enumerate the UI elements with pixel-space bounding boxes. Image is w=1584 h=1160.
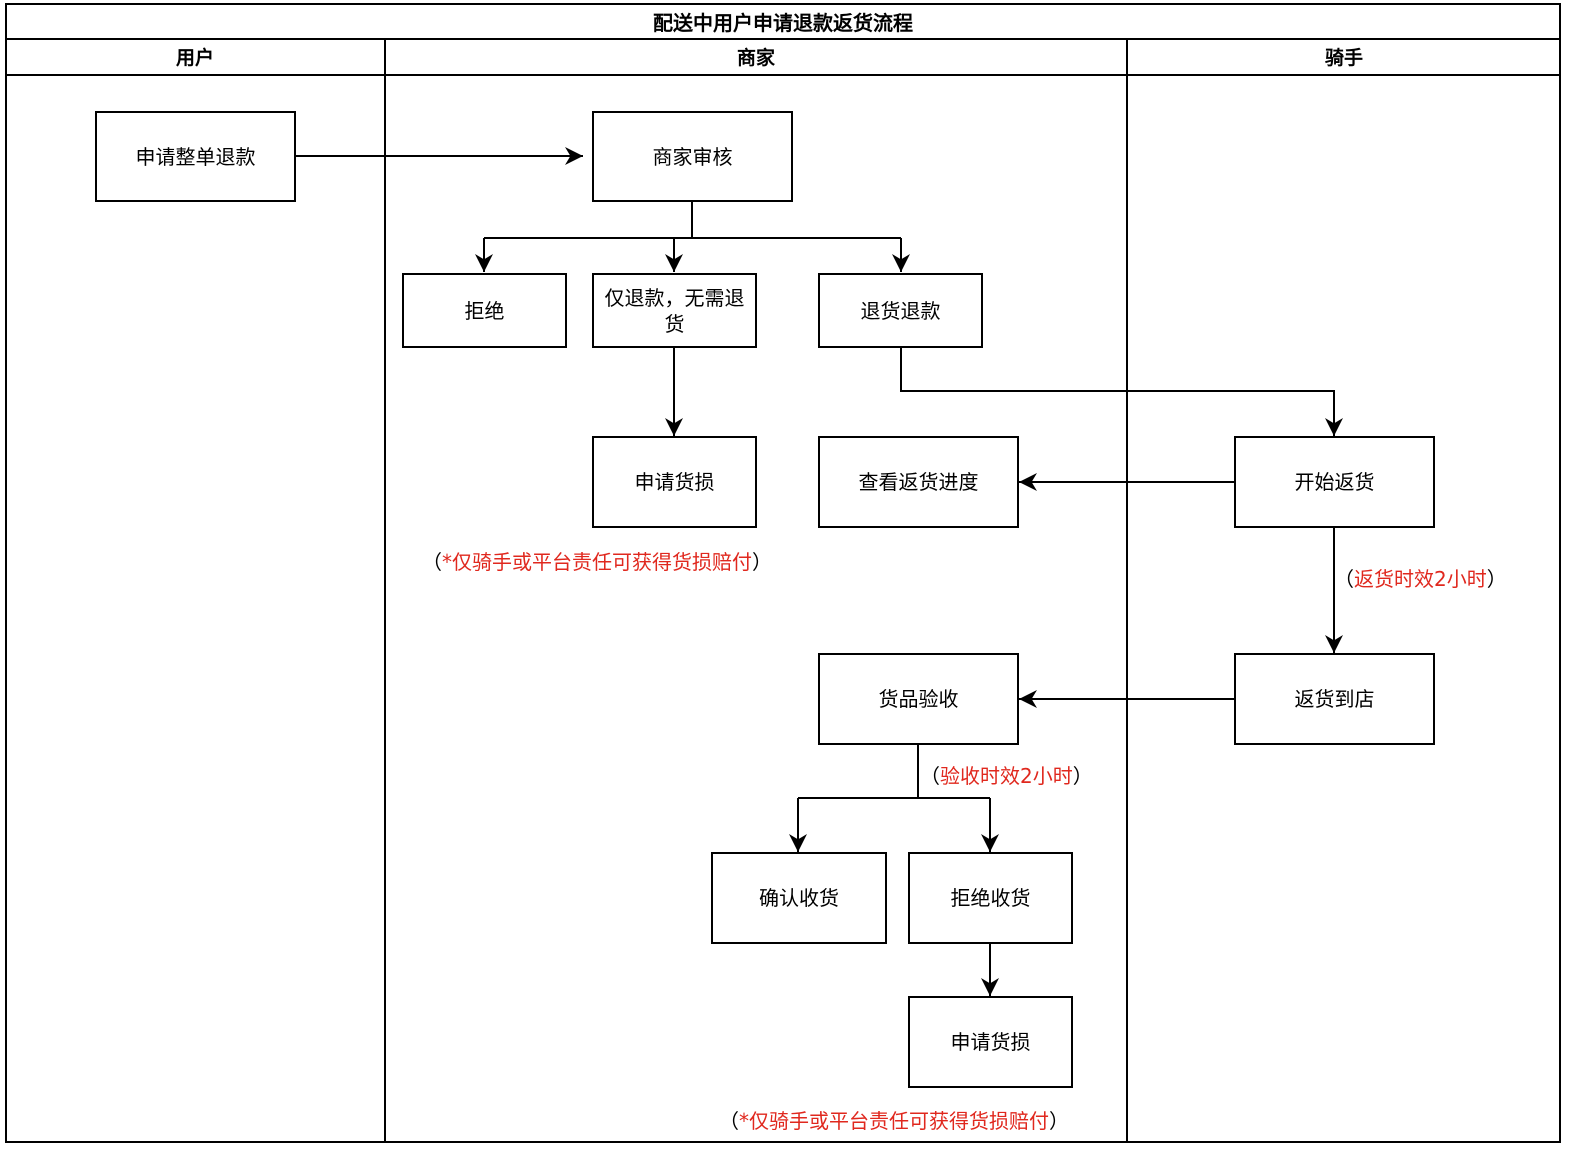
note-damage-compensation-2: （*仅骑手或平台责任可获得货损赔付）: [719, 1108, 1069, 1134]
node-merchant-review: 商家审核: [592, 111, 793, 202]
note-return-sla: （返货时效2小时）: [1334, 566, 1507, 592]
title-divider: [5, 38, 1561, 40]
note-close-paren: ）: [1486, 567, 1507, 591]
node-reject: 拒绝: [402, 273, 567, 348]
node-goods-inspection: 货品验收: [818, 653, 1019, 745]
note-open-paren: （: [920, 764, 940, 788]
note-open-paren: （: [719, 1109, 739, 1133]
node-reject-receipt: 拒绝收货: [908, 852, 1073, 944]
node-view-progress: 查看返货进度: [818, 436, 1019, 528]
note-text: 验收时效2小时: [940, 764, 1073, 788]
lane-header-divider: [5, 74, 1561, 76]
note-text: 返货时效2小时: [1354, 567, 1487, 591]
note-inspection-sla: （验收时效2小时）: [920, 763, 1093, 789]
diagram-frame: [5, 3, 1561, 1143]
lane-divider-merchant-rider: [1126, 38, 1128, 1143]
node-start-return: 开始返货: [1234, 436, 1435, 528]
lane-header-user: 用户: [175, 47, 214, 69]
node-apply-damage-1: 申请货损: [592, 436, 757, 528]
node-apply-damage-2: 申请货损: [908, 996, 1073, 1088]
note-open-paren: （: [1334, 567, 1354, 591]
note-close-paren: ）: [752, 550, 772, 574]
diagram-title: 配送中用户申请退款返货流程: [653, 10, 913, 35]
node-apply-full-refund: 申请整单退款: [95, 111, 296, 202]
note-close-paren: ）: [1049, 1109, 1069, 1133]
note-text: *仅骑手或平台责任可获得货损赔付: [739, 1109, 1049, 1133]
node-confirm-receipt: 确认收货: [711, 852, 887, 944]
note-close-paren: ）: [1072, 764, 1093, 788]
lane-header-rider: 骑手: [1324, 47, 1363, 69]
lane-divider-user-merchant: [384, 38, 386, 1143]
node-refund-only: 仅退款，无需退货: [592, 273, 757, 348]
lane-header-merchant: 商家: [736, 47, 775, 69]
node-return-refund: 退货退款: [818, 273, 983, 348]
node-return-to-store: 返货到店: [1234, 653, 1435, 745]
note-text: *仅骑手或平台责任可获得货损赔付: [442, 550, 752, 574]
note-open-paren: （: [422, 550, 442, 574]
note-damage-compensation-1: （*仅骑手或平台责任可获得货损赔付）: [422, 549, 772, 575]
